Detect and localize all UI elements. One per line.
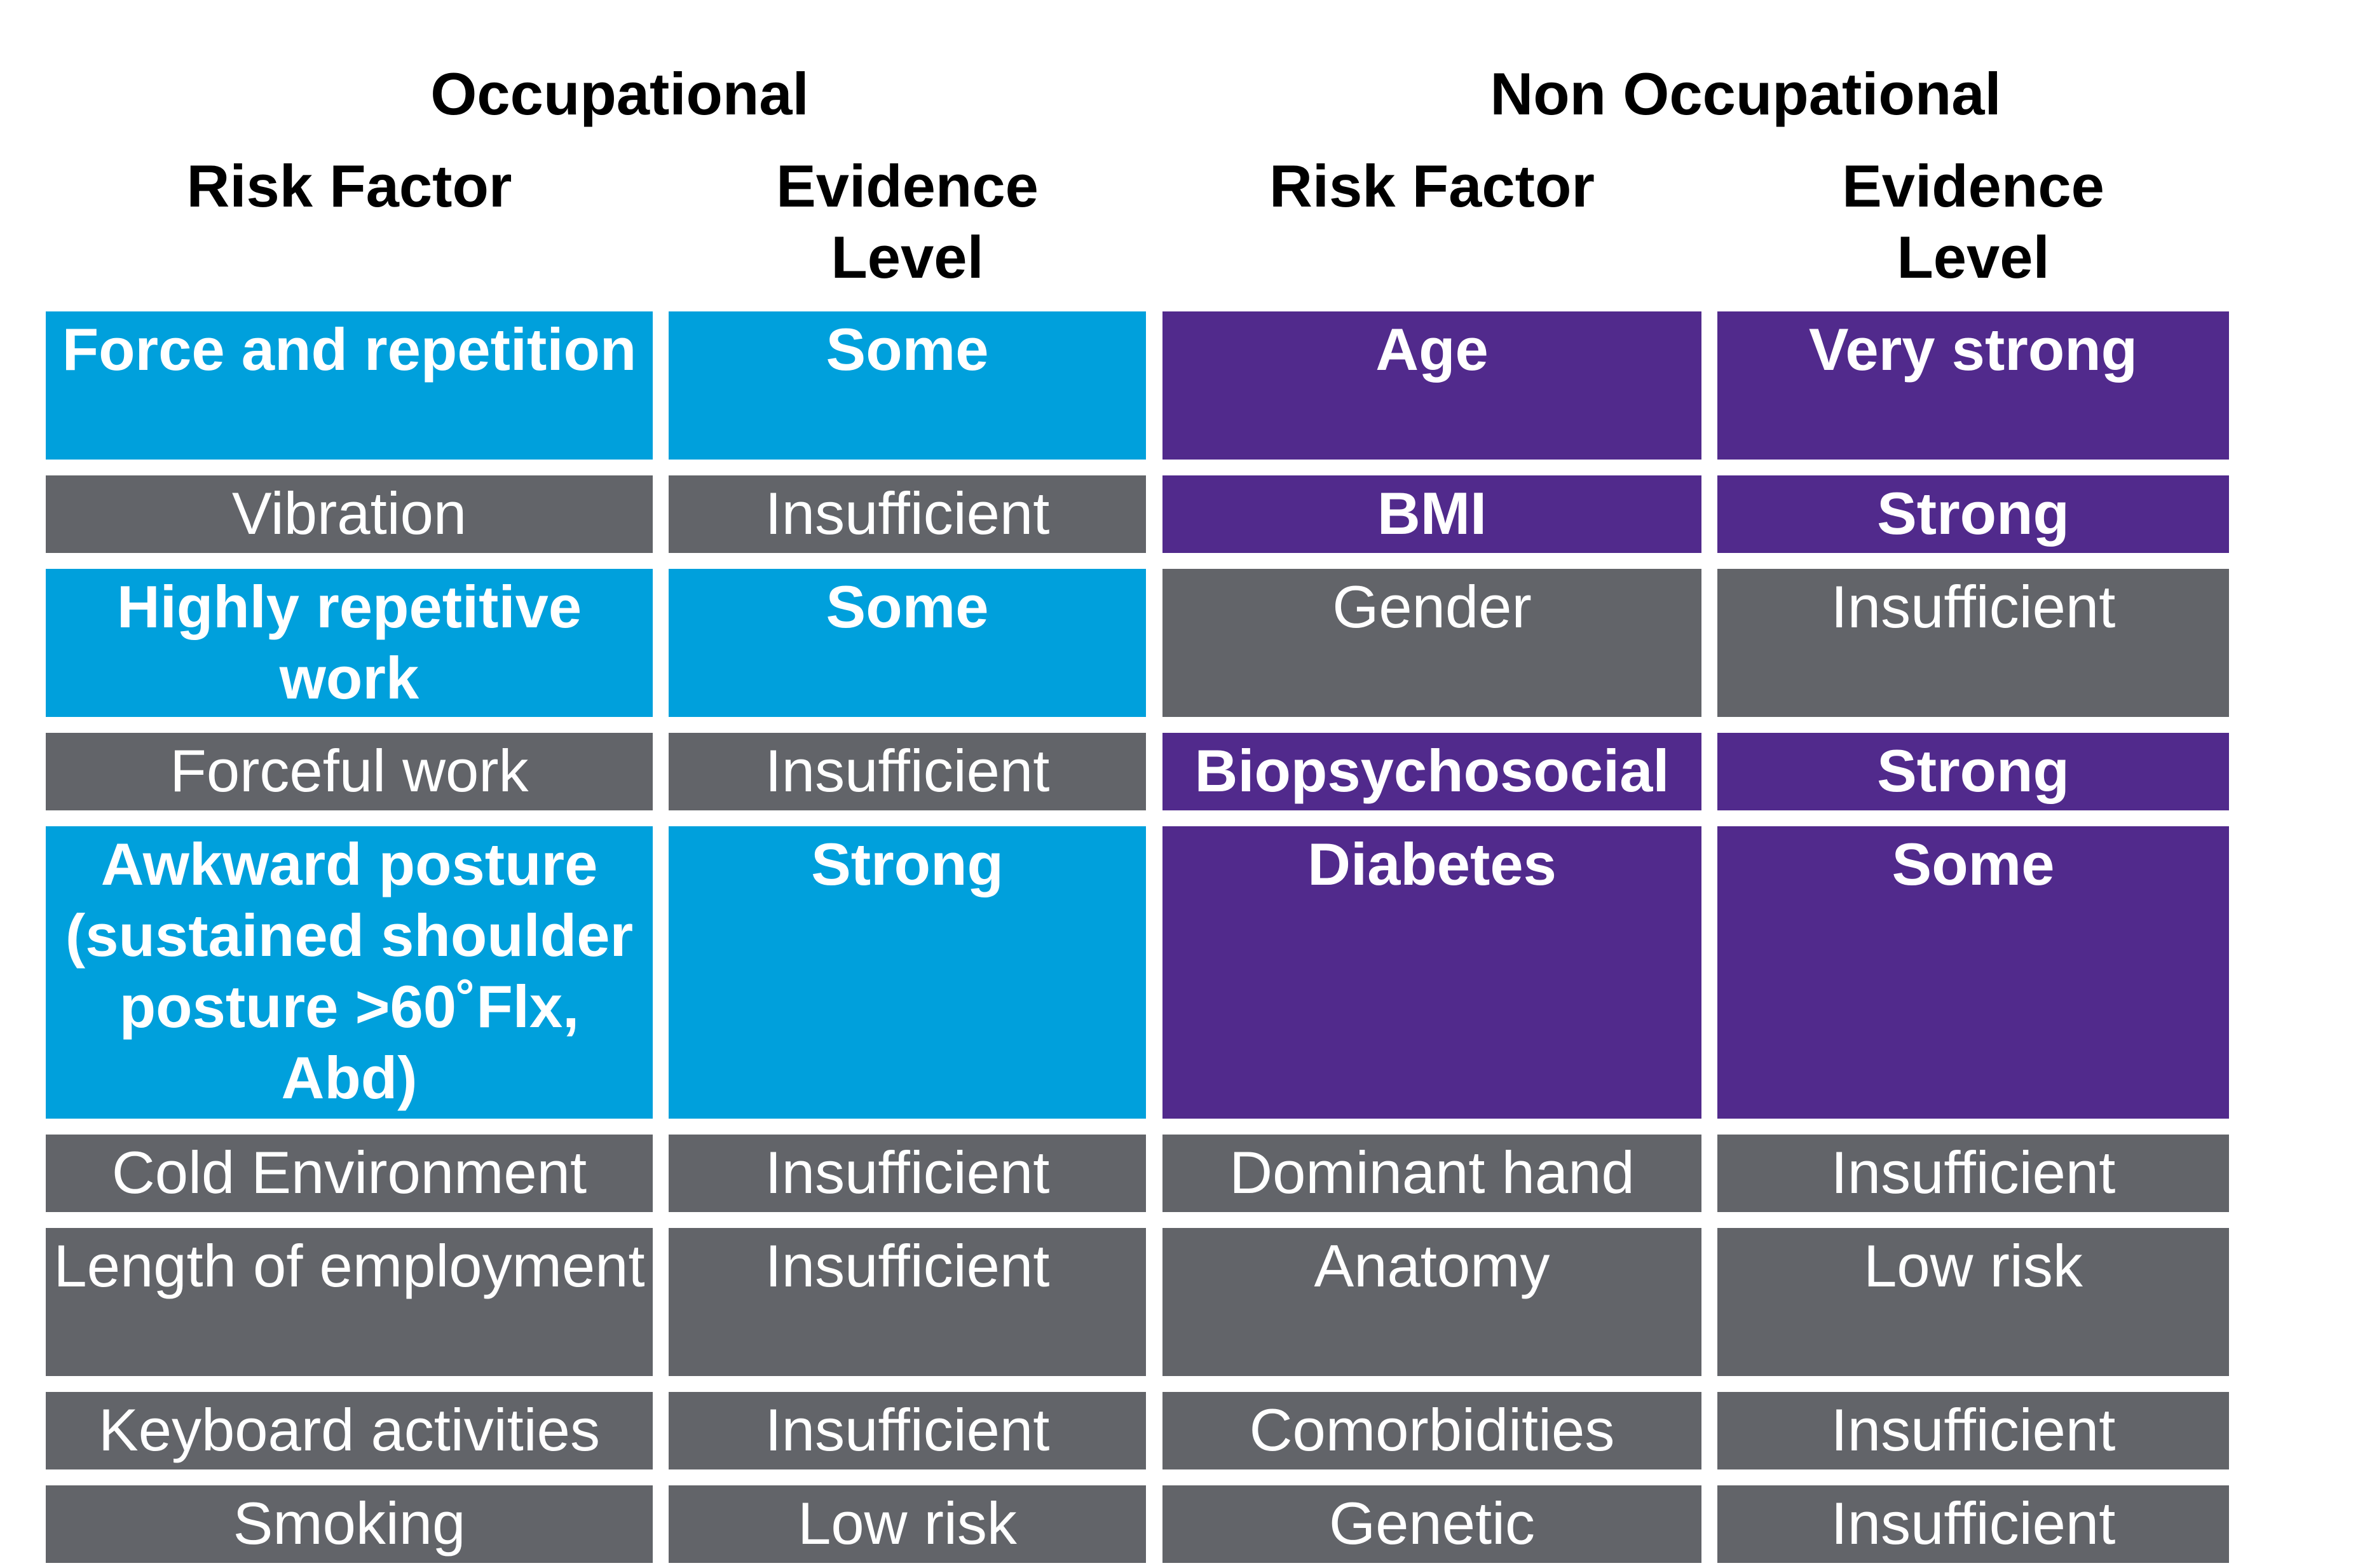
occ-risk-factor-cell: Forceful work (46, 733, 653, 810)
occupational-title: Occupational (430, 60, 809, 127)
nonocc-evidence-level-cell: Strong (1717, 475, 2229, 553)
occ-evidence-level-cell: Some (669, 311, 1146, 460)
occ-risk-factor-cell: Awkward posture (sustained shoulder post… (46, 826, 653, 1119)
nonocc-risk-factor-cell: Comorbidities (1162, 1392, 1701, 1469)
occ-evidence-level-cell: Strong (669, 826, 1146, 1119)
nonocc-risk-factor-cell: BMI (1162, 475, 1701, 553)
cell-text: Insufficient (765, 1396, 1050, 1463)
nonocc-risk-factor-cell: Anatomy (1162, 1228, 1701, 1376)
cell-text: Length of employment (53, 1232, 645, 1299)
cell-text: Anatomy (1314, 1232, 1550, 1299)
cell-text: Strong (1877, 737, 2069, 804)
cell-text: Low risk (1864, 1232, 2083, 1299)
occ-evidence-level-cell: Insufficient (669, 475, 1146, 553)
occ-evidence-level-cell: Insufficient (669, 733, 1146, 810)
nonocc-risk-factor-cell: Age (1162, 311, 1701, 460)
occ-evidence-level-cell: Insufficient (669, 1392, 1146, 1469)
cell-text: Insufficient (1830, 573, 2116, 640)
cell-text: Smoking (233, 1490, 466, 1557)
occ-risk-factor-cell: Vibration (46, 475, 653, 553)
nonocc-risk-factor-cell: Diabetes (1162, 826, 1701, 1119)
cell-text: Some (826, 316, 989, 383)
cell-text: Biopsychosocial (1194, 737, 1670, 804)
nonocc-risk-factor-cell: Genetic (1162, 1485, 1701, 1563)
cell-text: Some (826, 573, 989, 640)
nonocc-risk-factor-cell: Biopsychosocial (1162, 733, 1701, 810)
nonocc-evidence-level-cell: Insufficient (1717, 1485, 2229, 1563)
occ-risk-factor-header: Risk Factor (186, 153, 512, 219)
nonocc-risk-factor-header: Risk Factor (1269, 153, 1595, 219)
cell-text: Awkward posture (sustained shoulder post… (65, 831, 634, 1111)
occ-evidence-level-cell: Low risk (669, 1485, 1146, 1563)
cell-text: Age (1375, 316, 1489, 383)
occ-risk-factor-cell: Length of employment (46, 1228, 653, 1376)
occ-evidence-level-cell: Insufficient (669, 1228, 1146, 1376)
occ-risk-factor-cell: Force and repetition (46, 311, 653, 460)
nonocc-evidence-level-cell: Insufficient (1717, 569, 2229, 717)
occ-evidence-level-header: Evidence Level (776, 153, 1039, 290)
non-occupational-title: Non Occupational (1490, 60, 2001, 127)
cell-text: Insufficient (1830, 1139, 2116, 1206)
cell-text: Strong (1877, 480, 2069, 547)
cell-text: BMI (1377, 480, 1487, 547)
nonocc-evidence-level-cell: Very strong (1717, 311, 2229, 460)
occ-risk-factor-cell: Smoking (46, 1485, 653, 1563)
cell-text: Vibration (231, 480, 467, 547)
cell-text: Very strong (1808, 316, 2138, 383)
cell-text: Highly repetitive work (116, 573, 582, 711)
occ-risk-factor-cell: Cold Environment (46, 1135, 653, 1212)
nonocc-evidence-level-cell: Insufficient (1717, 1135, 2229, 1212)
cell-text: Diabetes (1307, 831, 1557, 897)
nonocc-evidence-level-cell: Strong (1717, 733, 2229, 810)
cell-text: Insufficient (765, 480, 1050, 547)
cell-text: Strong (811, 831, 1004, 897)
nonocc-evidence-level-header: Evidence Level (1842, 153, 2104, 290)
cell-text: Gender (1332, 573, 1532, 640)
cell-text: Insufficient (1830, 1396, 2116, 1463)
cell-text: Low risk (798, 1490, 1017, 1557)
nonocc-risk-factor-cell: Dominant hand (1162, 1135, 1701, 1212)
occ-risk-factor-cell: Highly repetitive work (46, 569, 653, 717)
cell-text: Insufficient (765, 1139, 1050, 1206)
cell-text: Genetic (1329, 1490, 1535, 1557)
cell-text: Keyboard activities (99, 1396, 600, 1463)
cell-text: Insufficient (765, 1232, 1050, 1299)
cell-text: Dominant hand (1229, 1139, 1635, 1206)
occ-evidence-level-cell: Insufficient (669, 1135, 1146, 1212)
occ-risk-factor-cell: Keyboard activities (46, 1392, 653, 1469)
nonocc-risk-factor-cell: Gender (1162, 569, 1701, 717)
nonocc-evidence-level-cell: Low risk (1717, 1228, 2229, 1376)
nonocc-evidence-level-cell: Some (1717, 826, 2229, 1119)
nonocc-evidence-level-cell: Insufficient (1717, 1392, 2229, 1469)
cell-text: Some (1891, 831, 2055, 897)
cell-text: Cold Environment (111, 1139, 587, 1206)
cell-text: Comorbidities (1249, 1396, 1615, 1463)
cell-text: Force and repetition (62, 316, 637, 383)
cell-text: Insufficient (1830, 1490, 2116, 1557)
occ-evidence-level-cell: Some (669, 569, 1146, 717)
cell-text: Forceful work (170, 737, 529, 804)
cell-text: Insufficient (765, 737, 1050, 804)
